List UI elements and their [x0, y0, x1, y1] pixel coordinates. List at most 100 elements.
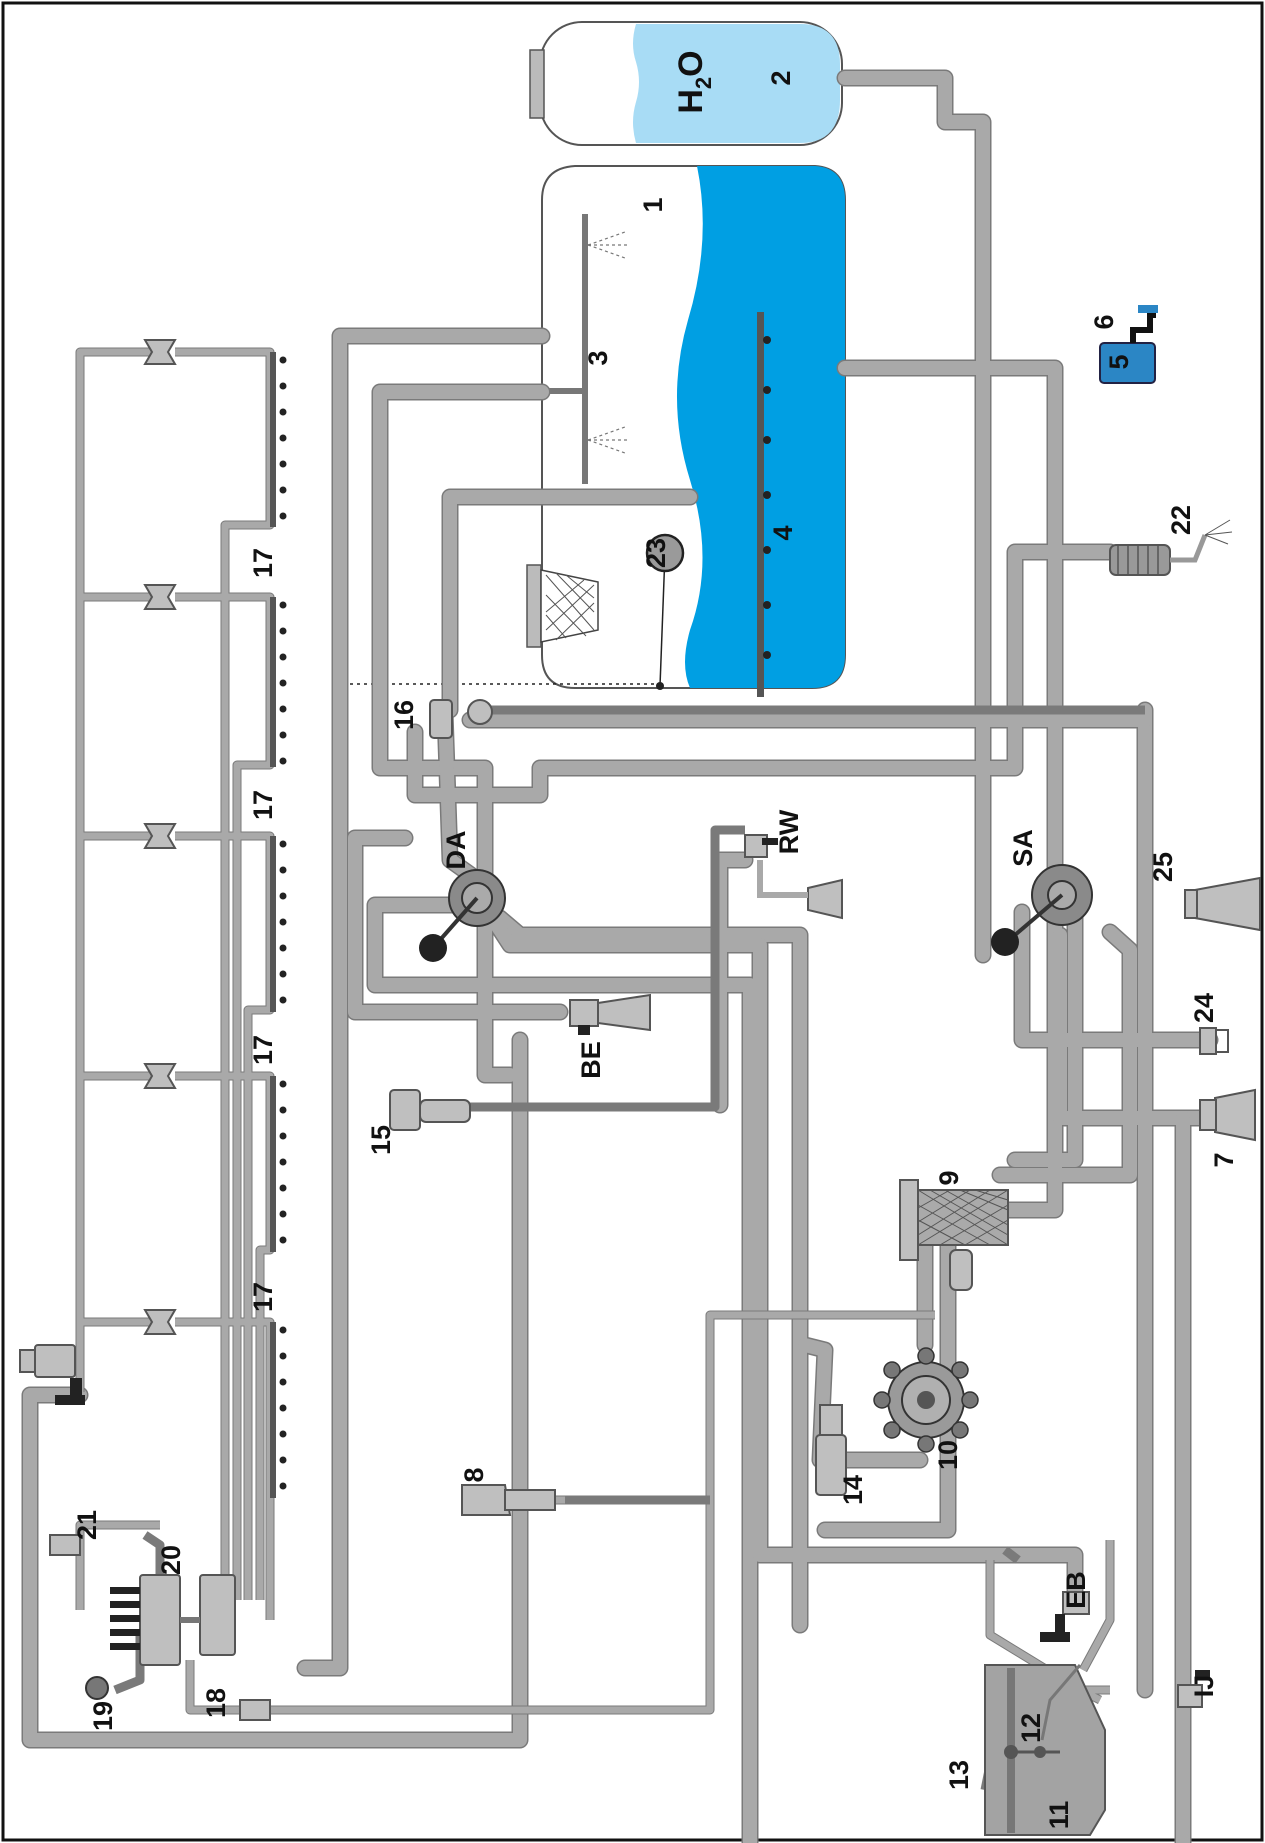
- boom-inlet-valve: [19, 1344, 85, 1405]
- boom-nozzle: [279, 1132, 287, 1140]
- callout-label: DA: [441, 831, 471, 870]
- callout-label: 13: [944, 1760, 974, 1790]
- boom-nozzle: [279, 970, 287, 978]
- callout-label: 24: [1189, 993, 1219, 1023]
- level-indicator-float: [645, 533, 685, 573]
- callout-label: 17: [248, 1035, 278, 1065]
- component-16: [429, 699, 493, 739]
- flow-meters: [49, 1534, 271, 1721]
- callout-label: IJ: [1189, 1675, 1219, 1698]
- boom-nozzle: [279, 1378, 287, 1386]
- callout-label: 14: [838, 1475, 868, 1505]
- clean-water-filler-cap: [529, 49, 545, 119]
- callout-label: 22: [1166, 505, 1196, 535]
- callout-label: 4: [768, 525, 798, 540]
- hand-wash-tank: [1099, 305, 1158, 384]
- boom-nozzle: [279, 460, 287, 468]
- pressure-gauge: [85, 1676, 109, 1700]
- callout-label: BE: [576, 1041, 606, 1079]
- boom-nozzle: [279, 627, 287, 635]
- component-8: [461, 1484, 556, 1516]
- ij-valve: [1177, 1670, 1210, 1708]
- boom-nozzle: [279, 679, 287, 687]
- main-tank: [526, 165, 846, 697]
- callout-label: 23: [641, 538, 671, 568]
- formula-o: O: [672, 50, 710, 76]
- boom-nozzle: [279, 653, 287, 661]
- be-valve: [569, 993, 651, 1035]
- callout-label: 18: [201, 1688, 231, 1718]
- chemical-inductor: [984, 1664, 1106, 1836]
- boom-nozzle: [279, 892, 287, 900]
- boom-nozzle: [279, 757, 287, 765]
- hose-reel: [1109, 519, 1233, 576]
- boom-nozzle: [279, 486, 287, 494]
- formula-subscript: 2: [691, 77, 716, 89]
- eb-valve: [1040, 1591, 1090, 1642]
- callout-label: 25: [1148, 852, 1178, 882]
- callout-label: 3: [583, 350, 613, 365]
- boom-nozzle: [279, 918, 287, 926]
- clean-water-tank: [529, 21, 843, 146]
- boom-nozzle: [279, 1326, 287, 1334]
- boom-nozzle: [279, 1210, 287, 1218]
- clean-water-fill: [633, 24, 840, 143]
- callout-label: 10: [933, 1440, 963, 1470]
- boom-nozzle: [279, 1158, 287, 1166]
- distributor-handle: [419, 934, 447, 962]
- boom-nozzle: [279, 601, 287, 609]
- callout-label: 19: [88, 1701, 118, 1731]
- boom-nozzle: [279, 996, 287, 1004]
- boom-nozzle: [279, 705, 287, 713]
- water-formula: H2O: [672, 50, 716, 113]
- boom-nozzle: [279, 1456, 287, 1464]
- callout-label: RW: [774, 809, 804, 854]
- boom-nozzle: [279, 1106, 287, 1114]
- component-24: [1199, 1027, 1229, 1055]
- agitation-bar: [757, 312, 764, 697]
- funnel-7: [1199, 1088, 1256, 1142]
- callout-label: 6: [1089, 314, 1119, 329]
- callout-label: 17: [248, 790, 278, 820]
- boom-nozzle: [279, 382, 287, 390]
- boom-nozzle: [279, 1404, 287, 1412]
- pump: [873, 1347, 979, 1453]
- boom-nozzle: [279, 434, 287, 442]
- rinse-bar: [582, 214, 588, 484]
- boom-sections: [143, 339, 287, 1498]
- boom-nozzle: [279, 866, 287, 874]
- component-15: [389, 1089, 471, 1131]
- boom-nozzle: [279, 731, 287, 739]
- callout-label: 21: [72, 1510, 102, 1540]
- boom-nozzle: [279, 1352, 287, 1360]
- component-14: [815, 1404, 847, 1496]
- callout-label: 17: [248, 548, 278, 578]
- callout-label: 12: [1016, 1713, 1046, 1743]
- callout-label: 5: [1104, 354, 1134, 369]
- callout-label: 2: [766, 70, 796, 85]
- callout-label: EB: [1061, 1571, 1091, 1609]
- callout-label: SA: [1008, 829, 1038, 867]
- callout-label: 8: [459, 1467, 489, 1482]
- boom-nozzle: [279, 1236, 287, 1244]
- boom-nozzle: [279, 1184, 287, 1192]
- suction-handle: [991, 928, 1019, 956]
- boom-nozzle: [279, 840, 287, 848]
- callout-label: 17: [248, 1282, 278, 1312]
- callout-label: 20: [156, 1545, 186, 1575]
- callout-label: 1: [638, 197, 668, 212]
- section-valve-block: [110, 1574, 236, 1666]
- callout-label: 16: [389, 700, 419, 730]
- pressure-distributor: [419, 869, 506, 962]
- boom-nozzle: [279, 512, 287, 520]
- boom-nozzle: [279, 356, 287, 364]
- labels: 1234567891011121314151617171717181920212…: [72, 70, 1239, 1829]
- suction-valve: [991, 864, 1093, 956]
- callout-label: 15: [366, 1125, 396, 1155]
- boom-nozzle: [279, 944, 287, 952]
- callout-label: 7: [1209, 1152, 1239, 1167]
- callout-label: 9: [934, 1170, 964, 1185]
